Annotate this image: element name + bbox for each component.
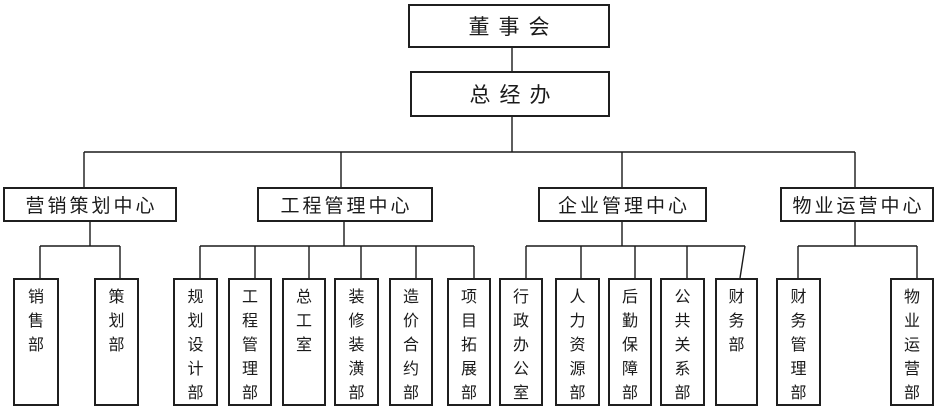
node-label: 董事会 (468, 15, 559, 39)
node-general-manager-office: 总经办 (410, 71, 610, 117)
node-dept-human-resources: 人力资源部 (555, 278, 600, 406)
node-board-of-directors: 董事会 (408, 4, 610, 48)
node-label: 造价合约部 (402, 289, 419, 402)
node-label: 规划设计部 (187, 289, 204, 402)
node-center-marketing-planning: 营销策划中心 (3, 187, 177, 222)
node-dept-planning-design: 规划设计部 (173, 278, 218, 406)
node-label: 公共关系部 (674, 289, 691, 402)
node-label: 行政办公室 (512, 289, 529, 402)
node-dept-planning: 策划部 (94, 278, 139, 406)
node-dept-sales: 销售部 (13, 278, 59, 406)
node-dept-project-development: 项目拓展部 (447, 278, 491, 406)
node-label: 物业运营部 (903, 289, 920, 402)
node-label: 物业运营中心 (792, 196, 925, 217)
node-label: 财务部 (728, 289, 745, 354)
node-label: 企业管理中心 (557, 196, 690, 217)
node-center-property-operations: 物业运营中心 (780, 187, 934, 222)
node-dept-decoration: 装修装潢部 (334, 278, 379, 406)
node-label: 人力资源部 (569, 289, 586, 402)
node-label: 工程管理中心 (280, 196, 413, 217)
node-dept-admin-office: 行政办公室 (499, 278, 543, 406)
node-dept-finance: 财务部 (715, 278, 758, 406)
node-dept-financial-mgmt: 财务管理部 (776, 278, 821, 406)
node-label: 总工室 (295, 289, 312, 354)
node-label: 营销策划中心 (25, 196, 158, 217)
node-label: 财务管理部 (790, 289, 807, 402)
node-dept-cost-contract: 造价合约部 (389, 278, 433, 406)
node-center-engineering-management: 工程管理中心 (257, 187, 433, 222)
node-label: 项目拓展部 (460, 289, 477, 402)
node-label: 工程管理部 (241, 289, 258, 402)
node-dept-public-relations: 公共关系部 (660, 278, 705, 406)
node-label: 销售部 (27, 289, 44, 354)
node-dept-chief-engineer-office: 总工室 (282, 278, 326, 406)
node-dept-logistics-support: 后勤保障部 (608, 278, 652, 406)
node-center-enterprise-management: 企业管理中心 (538, 187, 707, 222)
node-dept-engineering-mgmt: 工程管理部 (228, 278, 272, 406)
node-label: 总经办 (469, 83, 560, 107)
node-label: 策划部 (108, 289, 125, 354)
node-label: 装修装潢部 (348, 289, 365, 402)
node-label: 后勤保障部 (621, 289, 638, 402)
node-dept-property-operations: 物业运营部 (890, 278, 934, 406)
